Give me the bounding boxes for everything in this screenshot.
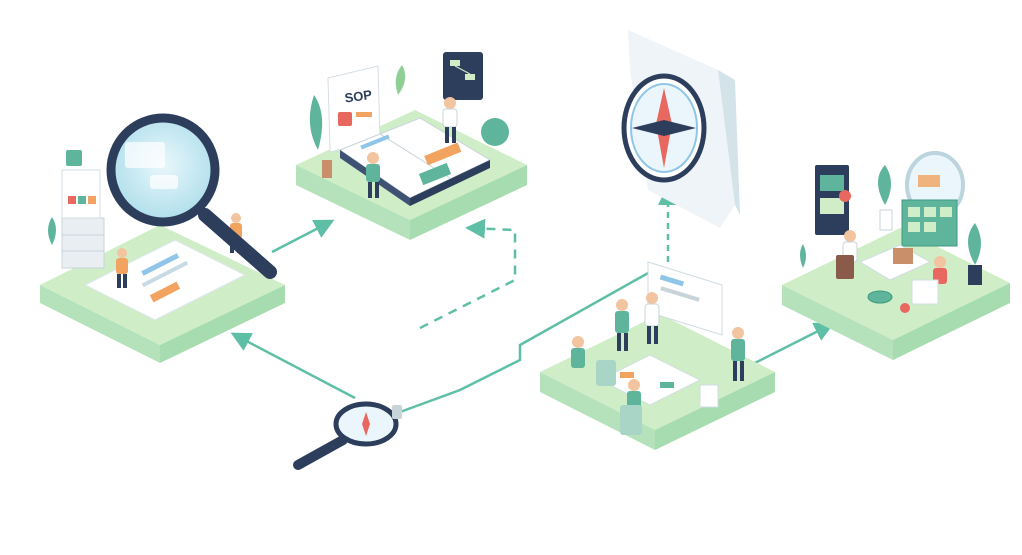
magnifier-icon (106, 113, 277, 279)
connector-dashed-to-sop (419, 218, 517, 330)
connectors (230, 185, 835, 414)
compass-icon (621, 30, 740, 228)
connector-magnifier-to-meeting (399, 270, 651, 414)
connector-magnifier-to-left (230, 332, 356, 400)
platform-sop: SOP (296, 52, 527, 240)
plant-icon (309, 95, 332, 178)
sop-label: SOP (344, 87, 374, 106)
connector-meeting-to-right (744, 322, 835, 370)
platform-office (782, 151, 1010, 360)
platform-meeting (540, 261, 775, 450)
flowchart-icon (443, 52, 483, 100)
connector-left-to-sop (271, 219, 335, 254)
small-magnifier-icon (293, 401, 402, 470)
platform-research (40, 150, 285, 363)
